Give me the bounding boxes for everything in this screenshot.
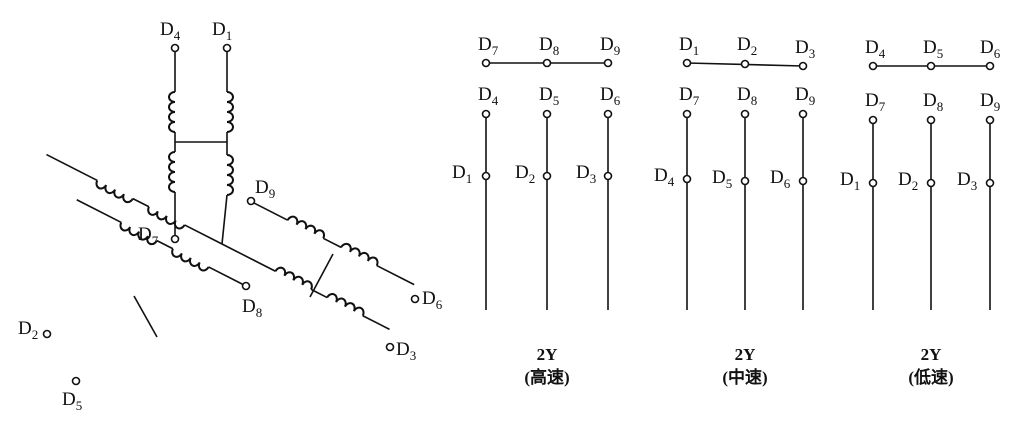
mid-label-3: D9 [980, 90, 1000, 114]
terminal-d5 [71, 376, 81, 386]
mid-label-2: D8 [923, 90, 943, 114]
low-label-1: D4 [654, 165, 675, 189]
winding-leg-d8-d5 [76, 199, 247, 287]
caption-line1: 2Y [537, 345, 558, 364]
top-label-2: D8 [539, 34, 559, 58]
mid-label-2: D5 [539, 84, 559, 108]
top-label-2: D2 [737, 34, 757, 58]
low-label-3: D6 [770, 167, 791, 191]
terminal-d9 [246, 196, 256, 206]
caption-line2: (高速) [524, 367, 569, 387]
connection-low-speed: D4 D5 D6 D7 D8 D9 D1 D2 D3 2Y (低速) [840, 37, 1001, 387]
top-label-1: D7 [478, 34, 499, 58]
top-label-2: D5 [923, 37, 943, 61]
top-label-1: D1 [679, 34, 699, 58]
top-label-3: D6 [980, 37, 1001, 61]
caption-line1: 2Y [735, 345, 756, 364]
label-d3: D3 [396, 339, 416, 363]
tie-bar-right [309, 253, 334, 298]
winding-leg-d4-d7 [168, 50, 176, 237]
low-label-1: D1 [840, 169, 860, 193]
winding-leg-neutral-d2 [46, 153, 223, 245]
terminal-d6 [410, 294, 420, 304]
low-label-2: D5 [712, 167, 732, 191]
label-d5: D5 [62, 389, 82, 413]
top-label-3: D9 [600, 34, 620, 58]
terminal-d1 [222, 43, 232, 53]
low-label-2: D2 [515, 162, 535, 186]
low-label-3: D3 [576, 162, 596, 186]
label-d6: D6 [422, 288, 443, 312]
mid-label-1: D7 [865, 90, 886, 114]
winding-leg-d9-d6 [251, 201, 415, 286]
label-d7: D7 [138, 224, 159, 248]
mid-label-1: D7 [679, 84, 700, 108]
label-d2: D2 [18, 318, 38, 342]
caption-line2: (低速) [908, 367, 953, 387]
star-winding: D4 D1 D7 D9 D6 D3 D8 D2 D5 [18, 19, 443, 413]
caption-line2: (中速) [722, 367, 767, 387]
low-label-3: D3 [957, 169, 977, 193]
label-d1: D1 [212, 19, 232, 43]
terminal-d8 [241, 281, 251, 291]
caption-line1: 2Y [921, 345, 942, 364]
mid-label-3: D6 [600, 84, 621, 108]
tie-bar-left [133, 295, 158, 338]
low-label-1: D1 [452, 162, 472, 186]
top-label-3: D3 [795, 37, 815, 61]
label-d9: D9 [255, 177, 275, 201]
label-d8: D8 [242, 296, 262, 320]
terminal-d4 [170, 43, 180, 53]
terminal-d2 [42, 329, 52, 339]
mid-label-3: D9 [795, 84, 815, 108]
winding-leg-d1-neutral [221, 50, 234, 245]
connection-medium-speed: D1 D2 D3 D7 D8 D9 D4 D5 D6 2Y (中速) [654, 34, 815, 387]
terminal-d3 [385, 342, 395, 352]
mid-label-2: D8 [737, 84, 757, 108]
connection-high-speed: D7 D8 D9 D4 D5 D6 D1 D2 D3 2Y (高速) [452, 34, 621, 387]
label-d4: D4 [160, 19, 181, 43]
low-label-2: D2 [898, 169, 918, 193]
terminal-d7 [170, 234, 180, 244]
mid-label-1: D4 [478, 84, 499, 108]
top-label-1: D4 [865, 37, 886, 61]
